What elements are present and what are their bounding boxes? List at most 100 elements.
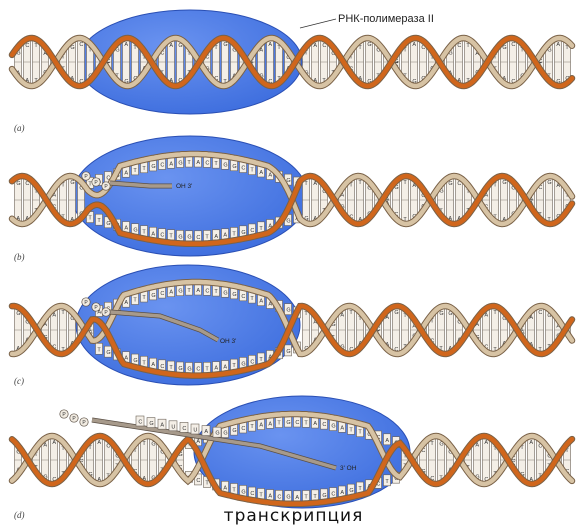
base-letter: T — [565, 448, 569, 454]
base-letter: A — [70, 217, 74, 223]
base-letter: A — [124, 356, 128, 362]
base-letter: A — [43, 442, 47, 448]
base-letter: C — [250, 359, 254, 365]
base-letter: T — [232, 487, 236, 493]
base-letter: G — [70, 316, 74, 322]
base-letter: T — [304, 51, 308, 57]
base-letter: T — [313, 494, 317, 500]
base-letter: C — [394, 347, 398, 353]
base-letter: T — [133, 297, 137, 303]
coding-strand — [9, 173, 575, 247]
base-letter: T — [259, 226, 263, 232]
base-letter: T — [439, 346, 443, 352]
base-letter: G — [556, 79, 560, 85]
oh-3-label-c: OH 3' — [220, 338, 236, 345]
base-letter: T — [250, 168, 254, 174]
phosphate-label: P — [94, 305, 98, 311]
base-letter: G — [151, 164, 155, 170]
base-letter: A — [16, 216, 20, 222]
base-letter: T — [403, 180, 407, 186]
base-letter: A — [484, 313, 488, 319]
base-letter: T — [430, 441, 434, 447]
phosphate-circle — [101, 307, 111, 317]
base-letter: C — [322, 422, 326, 428]
base-unpaired — [284, 344, 292, 357]
base-letter: T — [250, 296, 254, 302]
coding-strand — [9, 303, 575, 378]
base-letter: T — [142, 166, 146, 172]
base-letter: G — [304, 216, 308, 222]
base-letter: A — [169, 78, 173, 84]
base-letter: A — [196, 439, 200, 445]
panel-label-d: (d) — [14, 510, 25, 520]
base-letter: C — [277, 494, 281, 500]
base-letter: A — [214, 366, 218, 372]
base-letter: T — [520, 445, 524, 451]
base-letter: T — [169, 234, 173, 240]
base-letter: T — [34, 43, 38, 49]
helix-layer: GACATTAGTTGACCTGCTGTAGTCTACTAAGCTTCGTCGT… — [8, 34, 576, 508]
base-letter: T — [358, 430, 362, 436]
base-letter: C — [79, 456, 83, 462]
base-letter: T — [466, 43, 470, 49]
base-letter: A — [556, 183, 560, 189]
base-letter: A — [259, 423, 263, 429]
base-letter: C — [430, 476, 434, 482]
base-letter: G — [394, 310, 398, 316]
base-letter: T — [349, 183, 353, 189]
rna-base — [212, 426, 222, 438]
base-letter: G — [439, 188, 443, 194]
base-letter: A — [52, 192, 56, 198]
base-letter: A — [97, 440, 101, 446]
base-letter: C — [25, 181, 29, 187]
base-letter: T — [187, 160, 191, 166]
base-letter: A — [268, 301, 272, 307]
base-letter: G — [232, 292, 236, 298]
base-unpaired — [194, 473, 202, 486]
coding-strand — [9, 35, 575, 89]
base-letter: A — [385, 315, 389, 321]
base-letter: T — [142, 441, 146, 447]
base-letter: G — [178, 452, 182, 458]
base-letter: A — [502, 76, 506, 82]
base-letter: A — [484, 440, 488, 446]
base-letter: G — [439, 311, 443, 317]
base-unpaired — [104, 345, 112, 358]
base-letter: G — [106, 350, 110, 356]
rna-backbone — [91, 418, 337, 470]
base-letter: T — [358, 316, 362, 322]
base-letter: C — [160, 364, 164, 370]
panel-label-b: (b) — [14, 252, 25, 262]
base-letter: C — [250, 228, 254, 234]
base-letter: G — [241, 489, 245, 495]
oh-3-label-b: OH 3' — [176, 183, 192, 190]
base-letter: G — [448, 51, 452, 57]
base-letter: T — [466, 452, 470, 458]
base-letter: A — [295, 495, 299, 501]
base-letter: G — [178, 160, 182, 166]
base-letter: T — [61, 310, 65, 316]
base-letter: A — [475, 322, 479, 328]
base-letter: C — [421, 448, 425, 454]
rna-base-letter: A — [160, 423, 164, 429]
base-letter: T — [214, 161, 218, 167]
base-letter: G — [448, 181, 452, 187]
base-letter: C — [457, 181, 461, 187]
base-letter: G — [367, 186, 371, 192]
base-letter: T — [142, 230, 146, 236]
base-letter: G — [178, 366, 182, 372]
coding-strand — [9, 433, 575, 507]
base-letter: T — [403, 454, 407, 460]
base-letter: C — [484, 344, 488, 350]
base-letter: A — [142, 476, 146, 482]
base-letter: A — [151, 231, 155, 237]
base-letter: G — [331, 424, 335, 430]
base-letter: C — [268, 79, 272, 85]
base-letter: A — [223, 233, 227, 239]
base-letter: A — [556, 42, 560, 48]
base-letter: T — [538, 347, 542, 353]
base-letter: C — [160, 449, 164, 455]
base-unpaired — [383, 474, 391, 487]
